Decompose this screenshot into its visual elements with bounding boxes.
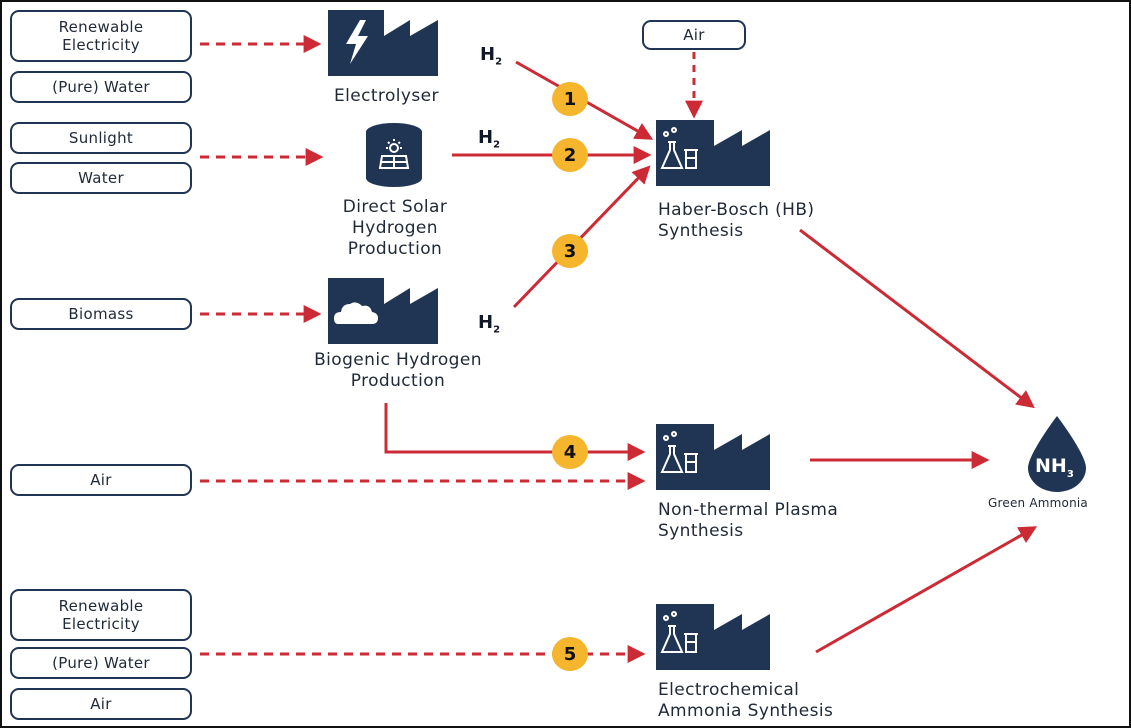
h2-label: H2 [478,127,501,151]
input-biomass: Biomass [10,298,192,330]
water-drop-icon [1028,416,1086,492]
input-sunlight: Sunlight [10,122,192,154]
pathway-badge-2: 2 [552,138,588,172]
electrochemical-label: Electrochemical Ammonia Synthesis [658,680,834,721]
h2-label: H2 [478,312,501,336]
input-air: Air [10,688,192,720]
flask-icon [660,127,698,169]
pathway-badge-1: 1 [552,82,588,116]
pathway-badge-3: 3 [552,234,588,268]
input-pure-water: (Pure) Water [10,647,192,679]
input-pure-water: (Pure) Water [10,71,192,103]
nh3-formula: NH3 [1035,455,1074,480]
arrow-electrochemical-to-ammonia [815,526,1038,654]
solar-cylinder-icon [366,123,422,187]
haber-bosch-factory-icon [656,120,770,186]
green-ammonia-label: Green Ammonia [988,496,1088,510]
pathway-badge-5: 5 [552,637,588,671]
flask-icon [660,611,698,653]
lightning-icon [346,20,368,64]
biogenic-label: Biogenic Hydrogen Production [314,350,482,391]
electrochemical-factory-icon [656,604,770,670]
arrow-haber-bosch-to-ammonia [799,228,1035,409]
input-renewable-electricity: Renewable Electricity [10,589,192,641]
h2-label: H2 [480,44,503,68]
pathway-badge-4: 4 [552,435,588,469]
haber-bosch-label: Haber-Bosch (HB) Synthesis [658,200,815,241]
direct-solar-label: Direct Solar Hydrogen Production [342,197,448,259]
plasma-factory-icon [656,424,770,490]
biogenic-factory-icon [328,278,438,344]
electrolyser-label: Electrolyser [334,86,439,106]
input-renewable-electricity: Renewable Electricity [10,10,192,62]
cloud-icon [334,302,378,324]
flask-icon [660,431,698,473]
electrolyser-factory-icon [328,10,438,76]
input-air: Air [10,464,192,496]
plasma-label: Non-thermal Plasma Synthesis [658,500,839,541]
solar-panel-icon [378,139,410,169]
input-water: Water [10,162,192,194]
input-air: Air [642,20,746,50]
arrow-pathway-4 [384,403,646,461]
